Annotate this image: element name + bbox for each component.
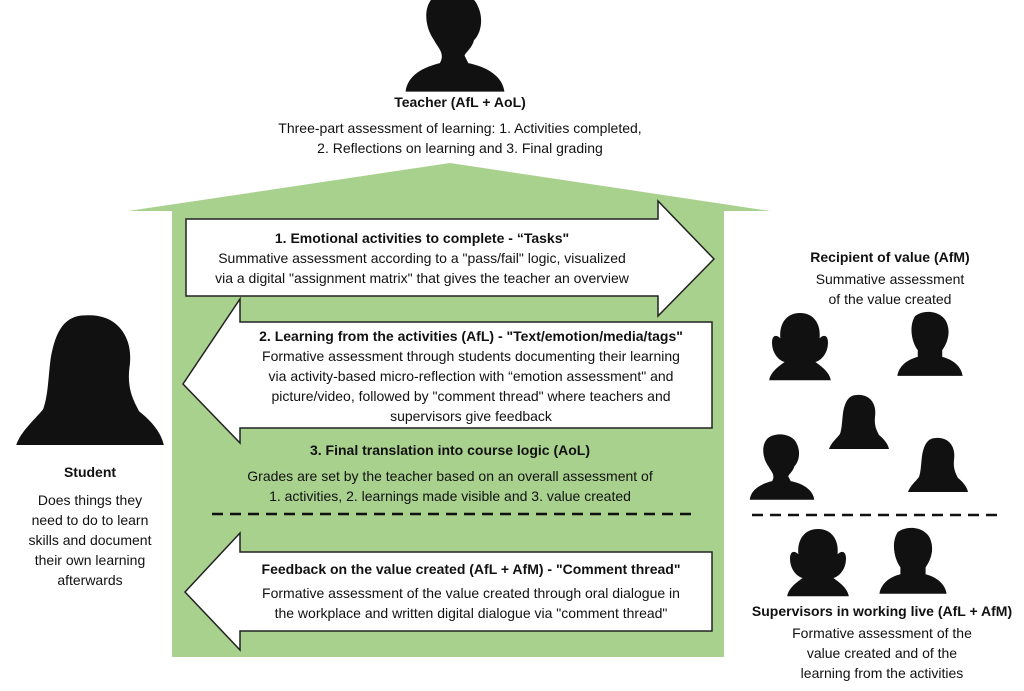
- student-silhouette-icon: [16, 315, 164, 446]
- tasks-title: 1. Emotional activities to complete - “T…: [274, 230, 570, 246]
- teacher-title: Teacher (AfL + AoL): [394, 94, 526, 110]
- recipient-label: Recipient of value (AfM) Summative asses…: [770, 247, 1010, 309]
- supervisors-desc-line-2: value created and of the: [806, 645, 958, 661]
- learning-title: 2. Learning from the activities (AfL) - …: [259, 328, 683, 344]
- supervisor-boy-icon: [879, 527, 947, 594]
- feedback-desc-line-2: the workplace and written digital dialog…: [274, 605, 668, 621]
- house-roof: [128, 163, 770, 211]
- student-desc-line-2: need to do to learn: [31, 512, 149, 528]
- recipient-desc-line-1: Summative assessment: [815, 271, 965, 287]
- recipient-boy-icon: [897, 311, 963, 376]
- supervisors-label: Supervisors in working live (AfL + AfM) …: [740, 601, 1024, 683]
- student-title: Student: [63, 464, 117, 480]
- supervisors-title: Supervisors in working live (AfL + AfM): [751, 603, 1013, 619]
- learning-desc-line-1: Formative assessment through students do…: [262, 348, 680, 364]
- recipient-teen-icon: [908, 437, 968, 492]
- feedback-desc-line-1: Formative assessment of the value create…: [262, 585, 680, 601]
- arrow-feedback: [183, 531, 713, 652]
- teacher-desc-line-2: 2. Reflections on learning and 3. Final …: [317, 140, 603, 156]
- learning-label: 2. Learning from the activities (AfL) - …: [228, 326, 714, 426]
- learning-desc-line-3: picture/video, followed by "comment thre…: [271, 388, 671, 404]
- feedback-label: Feedback on the value created (AfL + AfM…: [228, 559, 714, 623]
- tasks-desc-line-1: Summative assessment according to a "pas…: [218, 250, 626, 266]
- teacher-label: Teacher (AfL + AoL) Three-part assessmen…: [210, 92, 710, 158]
- student-desc-line-4: their own learning: [34, 552, 146, 568]
- final-desc-line-2: 1. activities, 2. learnings made visible…: [269, 488, 631, 504]
- arrow-tasks: [185, 199, 716, 318]
- student-desc-line-5: afterwards: [57, 572, 123, 588]
- tasks-label: 1. Emotional activities to complete - “T…: [186, 228, 658, 288]
- supervisors-desc-line-3: learning from the activities: [800, 665, 964, 681]
- tasks-desc-line-2: via a digital "assignment matrix" that g…: [215, 270, 629, 286]
- recipient-child-icon: [749, 434, 815, 500]
- recipient-desc-line-2: of the value created: [828, 291, 952, 307]
- recipient-girl-icon: [769, 313, 831, 381]
- arrow-learning: [182, 296, 713, 445]
- student-label: Student Does things they need to do to l…: [20, 462, 160, 590]
- feedback-title: Feedback on the value created (AfL + AfM…: [261, 561, 681, 577]
- learning-desc-line-4: supervisors give feedback: [390, 408, 552, 424]
- final-desc-line-1: Grades are set by the teacher based on a…: [247, 468, 653, 484]
- supervisor-girl-icon: [787, 529, 849, 597]
- supervisors-desc-line-1: Formative assessment of the: [792, 625, 972, 641]
- final-label: 3. Final translation into course logic (…: [200, 440, 700, 506]
- final-title: 3. Final translation into course logic (…: [309, 442, 591, 458]
- teacher-desc-line-1: Three-part assessment of learning: 1. Ac…: [278, 120, 642, 136]
- teacher-silhouette-icon: [405, 0, 505, 92]
- recipient-title: Recipient of value (AfM): [810, 249, 970, 265]
- recipient-woman-icon: [829, 394, 889, 449]
- learning-desc-line-2: via activity-based micro-reflection with…: [268, 368, 674, 384]
- student-desc-line-3: skills and document: [28, 532, 152, 548]
- student-desc-line-1: Does things they: [37, 492, 143, 508]
